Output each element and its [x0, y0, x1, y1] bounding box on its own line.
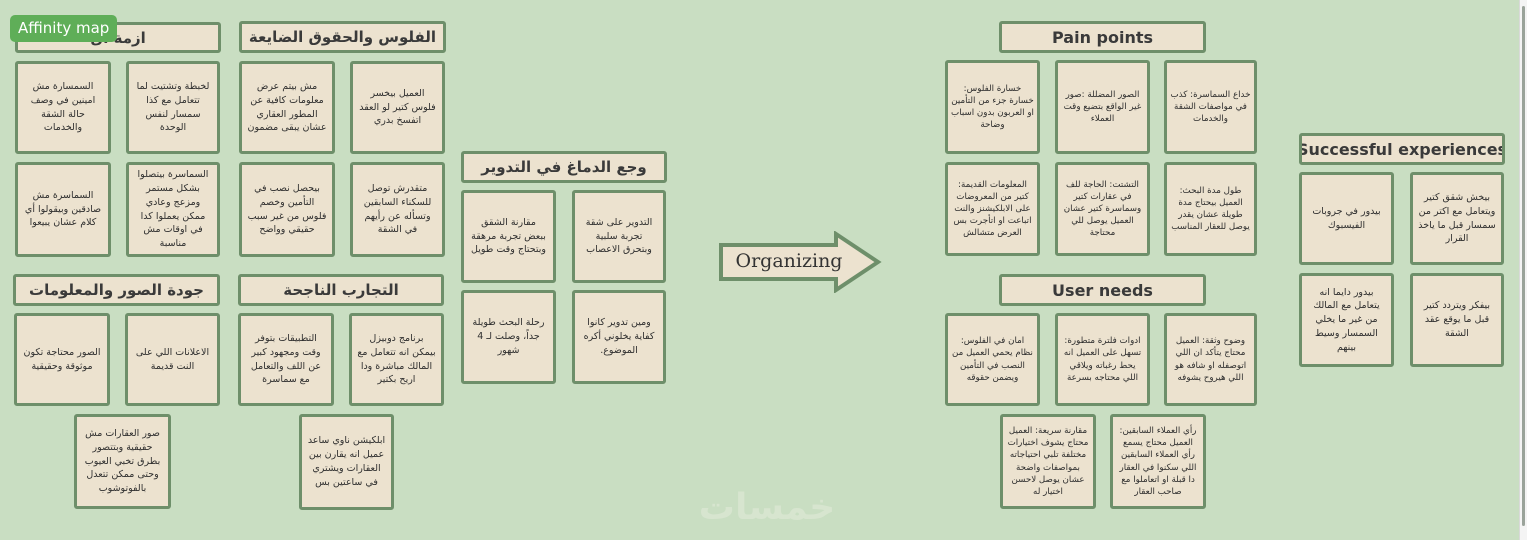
sticky-note[interactable]: مش بيتم عرض معلومات كافية عن المطور العق…	[239, 61, 335, 154]
sticky-note[interactable]: التطبيقات بتوفر وقت ومجهود كبير عن اللف …	[238, 313, 334, 406]
heading-quality[interactable]: جودة الصور والمعلومات	[13, 274, 220, 306]
sticky-note[interactable]: التدوير على شقة تجربة سلبية وبتحرق الاعص…	[572, 190, 666, 283]
sticky-note[interactable]: مقارنة سريعة: العميل محتاج يشوف اختيارات…	[1000, 414, 1096, 509]
sticky-note[interactable]: السماسرة مش صادقين وبيقولوا أي كلام عشان…	[15, 162, 111, 257]
watermark: خمسات	[698, 487, 836, 528]
heading-headache[interactable]: وجع الدماغ في التدوير	[461, 151, 667, 183]
heading-successful-ar[interactable]: التجارب الناجحة	[238, 274, 444, 306]
sticky-note[interactable]: لخبطة وتشتيت لما تتعامل مع كذا سمسار لنف…	[126, 61, 220, 154]
sticky-note[interactable]: خسارة الفلوس: خسارة جزء من التأمين او ال…	[945, 60, 1040, 154]
arrow-label: Organizing	[735, 250, 843, 272]
sticky-note[interactable]: برنامج دوبيزل بيمكن انه تتعامل مع المالك…	[349, 313, 444, 406]
sticky-note[interactable]: خداع السماسرة: كذب في مواصفات الشقة والخ…	[1164, 60, 1257, 154]
sticky-note[interactable]: رحلة البحث طويلة جداً، وصلت لـ 4 شهور	[461, 290, 556, 384]
sticky-note[interactable]: الصور المضللة :صور غير الواقع بتضيع وقت …	[1055, 60, 1150, 154]
organizing-arrow-icon	[719, 231, 882, 293]
frame-label[interactable]: Affinity map	[10, 15, 118, 42]
sticky-note[interactable]: العميل بيخسر فلوس كتير لو العقد اتفسخ بد…	[350, 61, 445, 154]
heading-successful-experiences[interactable]: Successful experiences	[1299, 133, 1505, 165]
sticky-note[interactable]: رأي العملاء السابقين: العميل محتاج يسمع …	[1110, 414, 1206, 509]
sticky-note[interactable]: ابلكيشن ناوي ساعد عميل انه يقارن بين الع…	[299, 414, 394, 510]
sticky-note[interactable]: متقدرش توصل للسكناء السابقين وتسأله عن ر…	[350, 162, 445, 257]
sticky-note[interactable]: السماسرة بيتصلوا بشكل مستمر ومزعج وعادي …	[126, 162, 220, 257]
sticky-note[interactable]: طول مدة البحث: العميل بيحتاج مدة طويلة ع…	[1164, 162, 1257, 256]
vertical-scrollbar[interactable]	[1519, 0, 1527, 540]
heading-money[interactable]: الفلوس والحقوق الضايعة	[239, 21, 446, 53]
sticky-note[interactable]: السمسارة مش امينين في وصف حالة الشقة وال…	[15, 61, 111, 154]
heading-pain-points[interactable]: Pain points	[999, 21, 1206, 53]
sticky-note[interactable]: بيدور في جروبات الفيسبوك	[1299, 172, 1394, 265]
sticky-note[interactable]: وضوح وثقة: العميل محتاج يتأكد ان اللي ات…	[1164, 313, 1257, 406]
sticky-note[interactable]: ومين تدوير كانوا كفاية يخلوني أكره الموض…	[572, 290, 666, 384]
sticky-note[interactable]: بيخش شقق كتير ويتعامل مع اكتر من سمسار ق…	[1410, 172, 1504, 265]
sticky-note[interactable]: الاعلانات اللي على النت قديمة	[125, 313, 220, 406]
sticky-note[interactable]: بيحصل نصب في التأمين وخصم فلوس من غير سب…	[239, 162, 335, 257]
sticky-note[interactable]: المعلومات القديمة: كتير من المعروضات على…	[945, 162, 1040, 256]
sticky-note[interactable]: بيفكر ويتردد كتير قبل ما يوقع عقد الشقة	[1410, 273, 1504, 367]
heading-user-needs[interactable]: User needs	[999, 274, 1206, 306]
sticky-note[interactable]: التشتت: الحاجة للف في عقارات كتير وسماسر…	[1055, 162, 1150, 256]
heading-crisis[interactable]: ازمة ال	[15, 22, 221, 53]
sticky-note[interactable]: امان في الفلوس: نظام يحمي العميل من النص…	[945, 313, 1040, 406]
sticky-note[interactable]: صور العقارات مش حقيقية وبتتصور بطرق تخبي…	[74, 414, 171, 509]
sticky-note[interactable]: ادوات فلترة متطورة: تسهل على العميل انه …	[1055, 313, 1150, 406]
scrollbar-thumb[interactable]	[1522, 6, 1525, 526]
sticky-note[interactable]: الصور محتاجة تكون موثوقة وحقيقية	[14, 313, 110, 406]
sticky-note[interactable]: بيدور دايما انه يتعامل مع المالك من غير …	[1299, 273, 1394, 367]
sticky-note[interactable]: مقارنة الشقق ببعض تجربة مرهقة وبتحتاج وق…	[461, 190, 556, 283]
